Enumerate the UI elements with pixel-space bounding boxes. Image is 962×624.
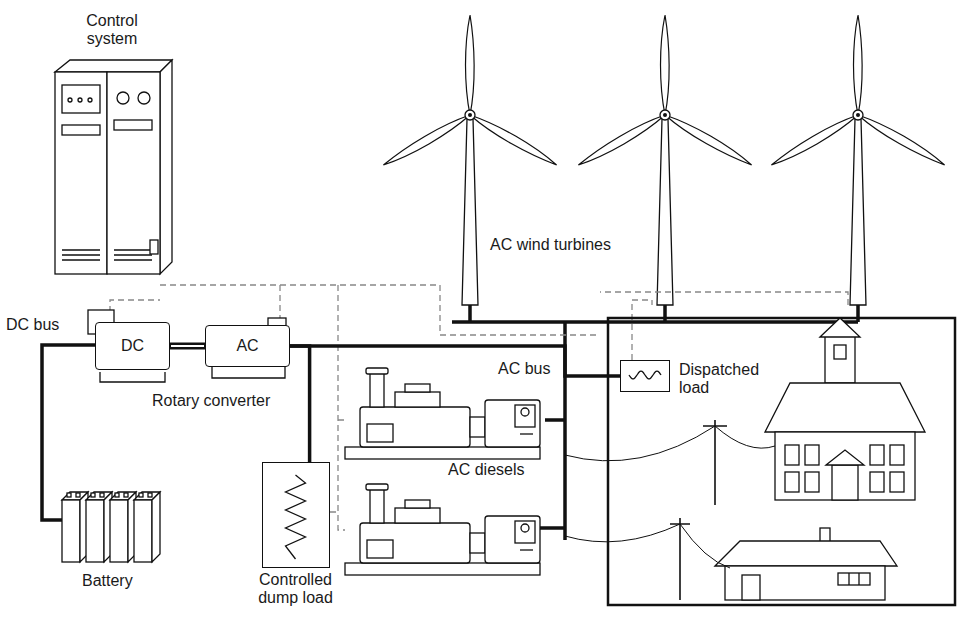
control-wire — [110, 285, 848, 530]
dump-load-box: Controlled dump load — [262, 462, 330, 568]
rotary-converter — [88, 310, 286, 382]
dispatched-load-box: Dispatched load — [620, 360, 670, 392]
dc-machine-box: DC — [95, 322, 170, 370]
turbine-label: AC wind turbines — [488, 236, 613, 254]
resistor-symbol — [263, 463, 328, 566]
wind-turbine — [769, 15, 947, 305]
bus-label: DC bus — [4, 316, 61, 334]
node-text: AC — [236, 337, 258, 355]
community-boundary — [608, 318, 955, 605]
wind-turbine — [381, 15, 559, 305]
node-text: Dispatched load — [679, 361, 774, 398]
shaft — [170, 343, 205, 350]
ac-bus-wire — [290, 346, 620, 376]
control-cabinet — [55, 60, 172, 274]
school-house — [765, 318, 925, 500]
node-text: Controlled dump load — [241, 571, 351, 608]
small-house — [715, 528, 897, 600]
cabinet-label: Control system — [70, 12, 154, 49]
bus-label: AC bus — [496, 360, 552, 378]
diesel-generator — [345, 484, 540, 575]
ac-machine-box: AC — [205, 325, 290, 367]
ac-bus-wire — [290, 346, 310, 462]
converter-label: Rotary converter — [150, 392, 272, 410]
diesel-label: AC diesels — [446, 461, 526, 479]
diesel-generator — [345, 368, 540, 459]
shaft-gap — [171, 345, 204, 347]
node-text: DC — [121, 337, 144, 355]
ac-bus-wire — [42, 305, 858, 540]
wind-turbine — [576, 15, 754, 305]
heater-symbol — [621, 361, 668, 390]
battery-label: Battery — [80, 572, 135, 590]
battery — [62, 492, 160, 562]
power-pole — [565, 420, 775, 600]
